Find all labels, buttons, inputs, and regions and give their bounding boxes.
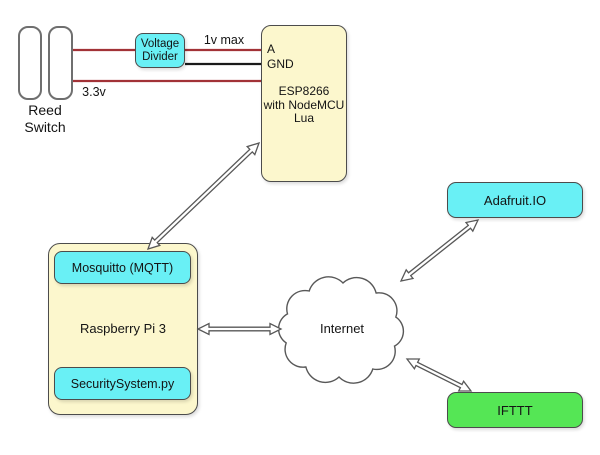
adafruit-io-box: Adafruit.IO [447, 182, 583, 218]
esp8266-pin-gnd: GND [267, 57, 294, 71]
esp8266-pin-a: A [267, 42, 276, 56]
voltage-divider-label: Voltage Divider [141, 38, 179, 64]
esp8266-label-line3: Lua [293, 111, 315, 125]
mosquitto-mqtt-box: Mosquitto (MQTT) [54, 251, 191, 284]
ifttt-box: IFTTT [447, 392, 583, 428]
reed-switch-contact-right [48, 26, 73, 100]
voltage-divider-line1: Voltage [140, 37, 180, 50]
arrow-internet-to-ifttt [405, 358, 473, 392]
wire-label-1v-max: 1v max [203, 33, 245, 47]
voltage-divider-box: Voltage Divider [135, 33, 185, 68]
esp8266-box: A GND ESP8266 with NodeMCU Lua [261, 25, 347, 182]
arrow-internet-to-adafruit [399, 219, 480, 282]
raspberry-pi-label: Raspberry Pi 3 [80, 321, 166, 336]
reed-switch-contact-left [18, 26, 42, 100]
reed-switch-label: Reed Switch [5, 102, 85, 135]
internet-label: Internet [319, 321, 365, 336]
security-system-box: SecuritySystem.py [54, 367, 191, 400]
voltage-divider-line2: Divider [142, 50, 178, 63]
esp8266-label-line1: ESP8266 [278, 84, 330, 98]
reed-switch-label-line1: Reed [28, 102, 62, 118]
arrow-esp-to-pi [146, 141, 261, 251]
esp8266-label-line2: with NodeMCU [263, 97, 345, 112]
wire-label-3v3: 3.3v [82, 85, 106, 99]
esp8266-label: ESP8266 with NodeMCU Lua [262, 84, 346, 126]
arrow-pi-to-internet [196, 322, 283, 336]
reed-switch-label-line2: Switch [24, 118, 66, 135]
